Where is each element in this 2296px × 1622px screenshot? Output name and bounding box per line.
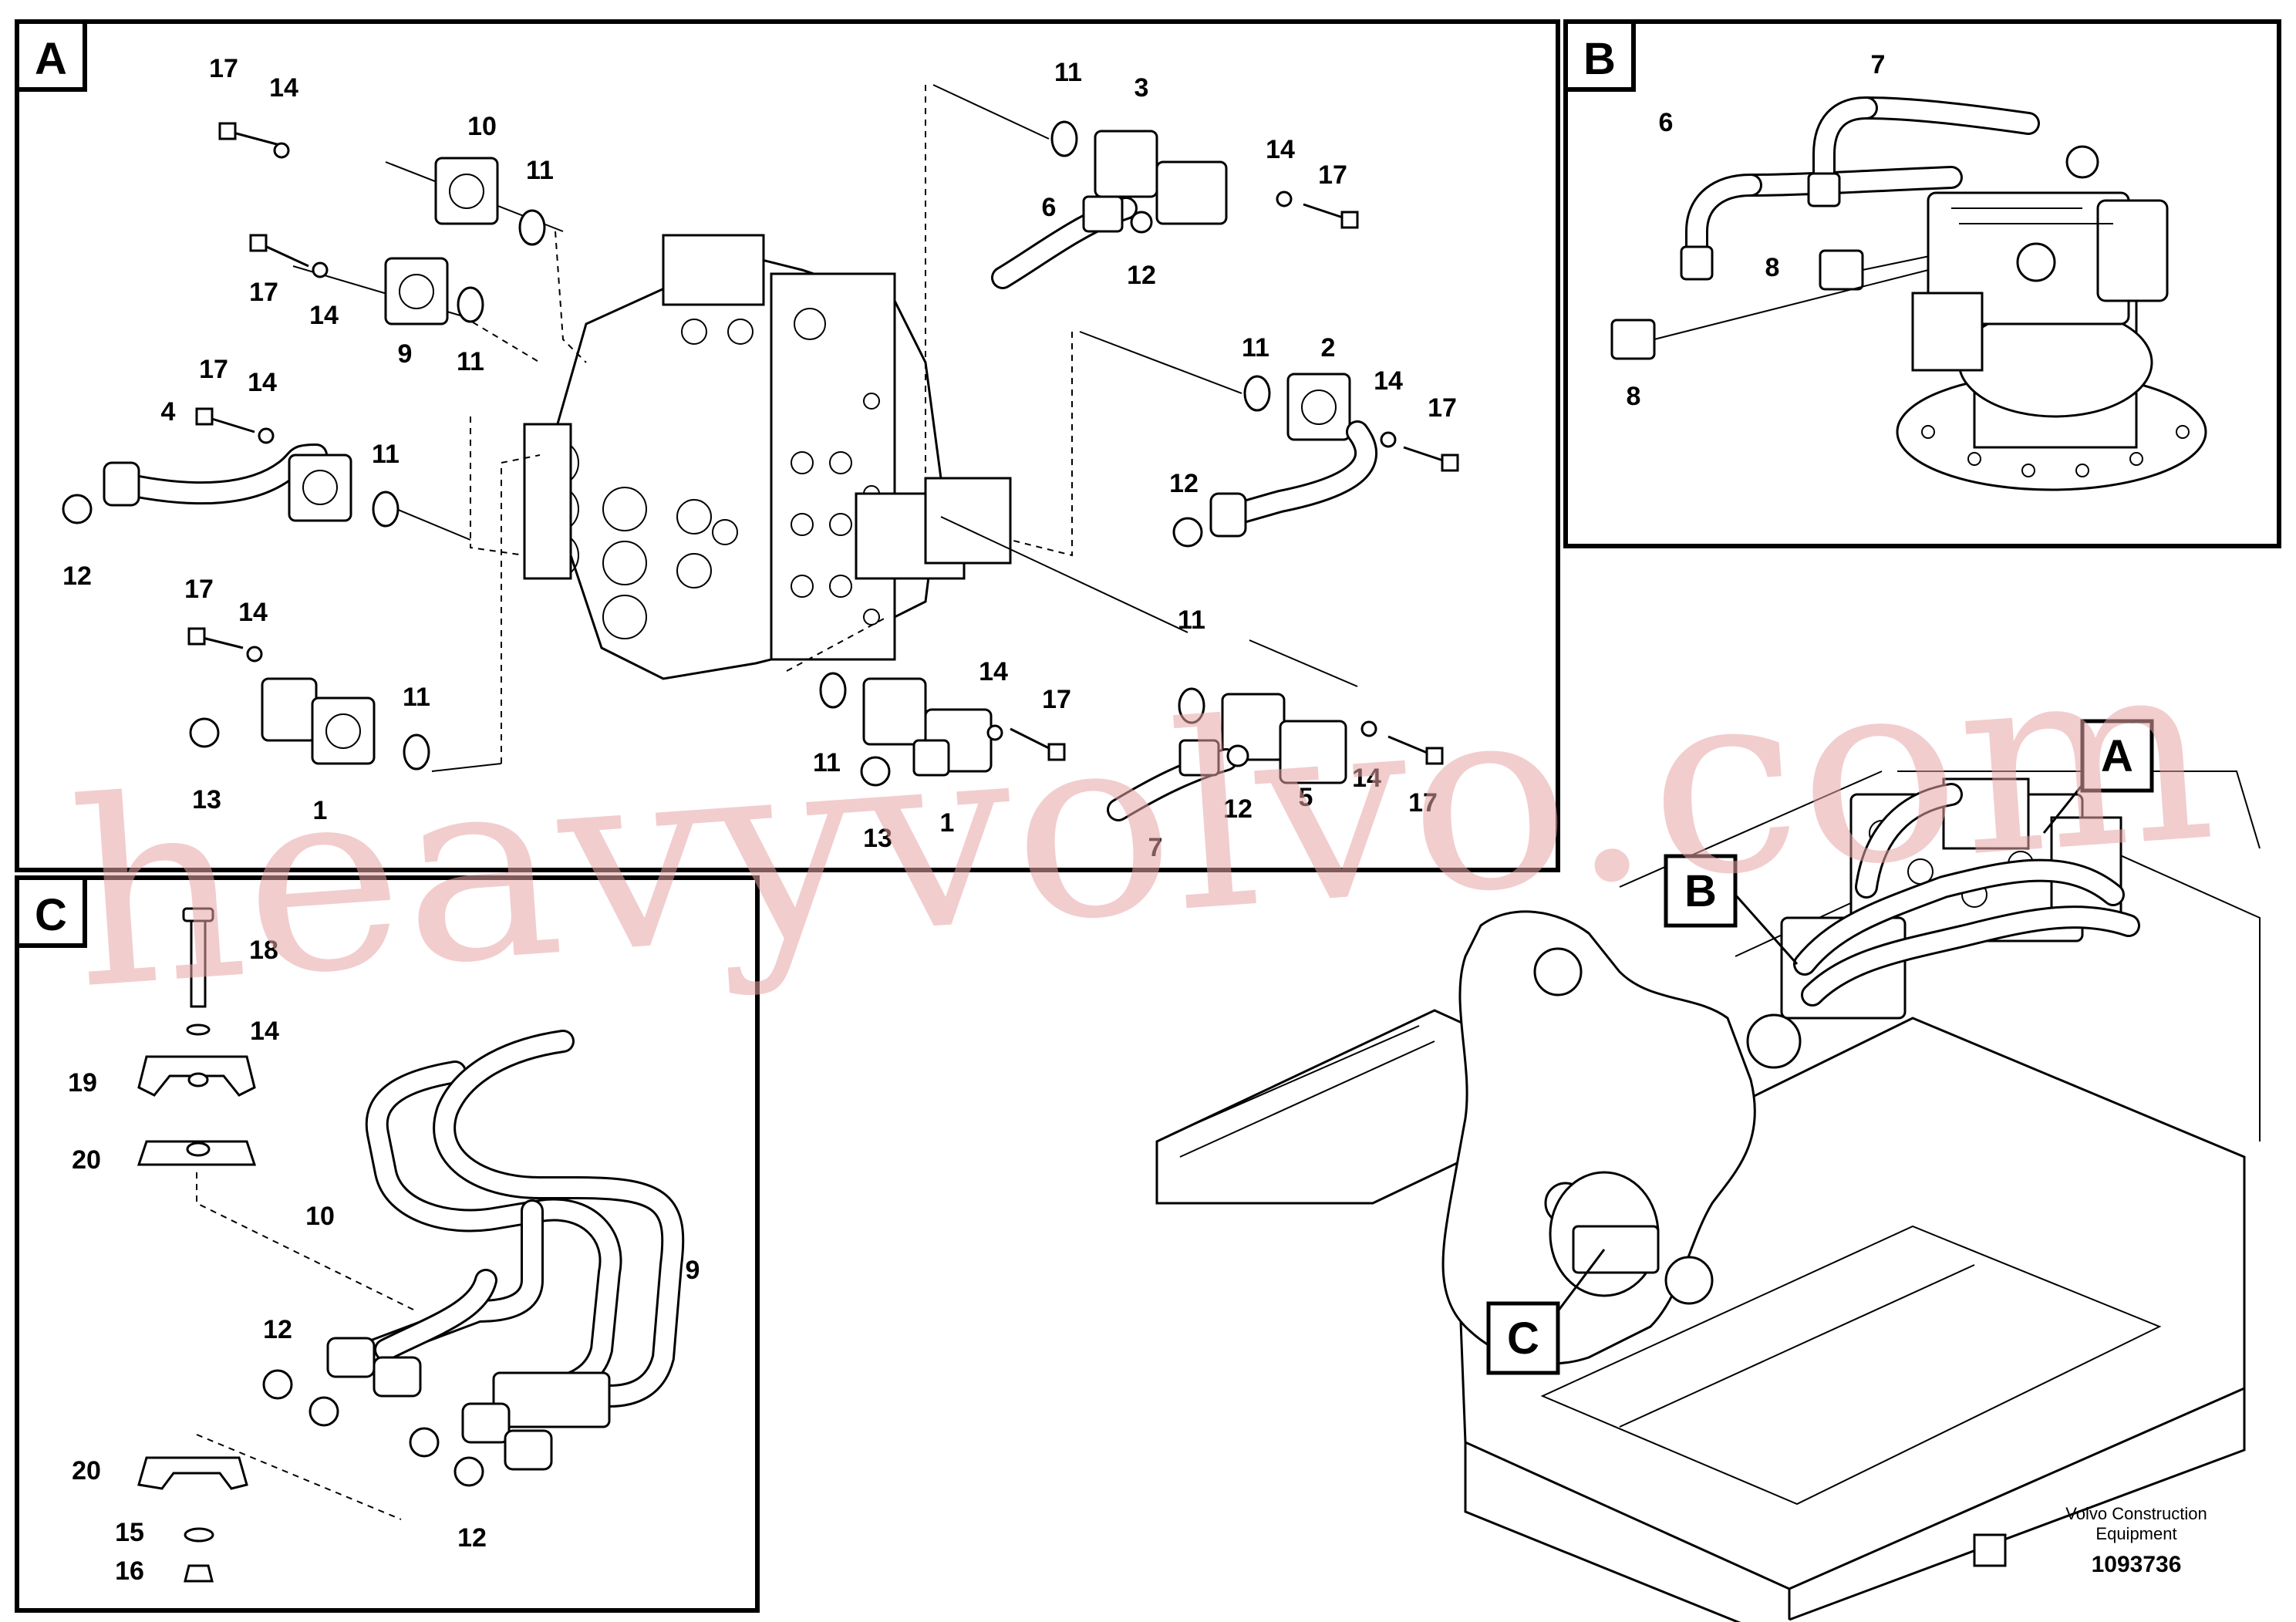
part-label: 8 — [1627, 382, 1641, 411]
part-label: 12 — [1223, 794, 1253, 824]
panel-a-number-labels: 17 14 10 11 17 14 9 11 17 14 4 11 12 17 … — [62, 54, 1457, 862]
part-label: 14 — [979, 657, 1008, 686]
panel-b: B 6 7 8 — [1563, 19, 2281, 548]
panel-c-letter: C — [35, 890, 67, 940]
part-label: 14 — [248, 368, 277, 397]
callout-b-box[interactable] — [1664, 854, 1738, 928]
part-label: 14 — [250, 1017, 279, 1046]
panel-b-letter: B — [1583, 34, 1616, 84]
part-label: 17 — [1042, 685, 1071, 714]
part-label: 6 — [1659, 108, 1674, 137]
part-label: 7 — [1148, 833, 1163, 862]
callout-b-letter: B — [1684, 866, 1717, 916]
part-label: 11 — [1178, 605, 1205, 635]
callout-c[interactable]: C — [1486, 1249, 1606, 1375]
part-label: 10 — [467, 112, 497, 141]
panel-b-frame — [1563, 19, 2281, 548]
part-label: 8 — [1765, 253, 1780, 282]
part-label: 2 — [1321, 333, 1336, 363]
callout-b[interactable]: B — [1664, 854, 1799, 965]
callout-a[interactable]: A — [2042, 719, 2154, 834]
part-label: 19 — [68, 1068, 97, 1098]
part-label: 11 — [813, 748, 841, 777]
part-label: 14 — [238, 598, 268, 627]
part-label: 14 — [1352, 764, 1381, 793]
part-label: 20 — [72, 1145, 101, 1175]
part-label: 11 — [1054, 58, 1082, 87]
part-label: 11 — [1242, 333, 1269, 363]
part-label: 14 — [1374, 366, 1403, 396]
part-label: 4 — [161, 397, 176, 427]
part-label: 17 — [1428, 393, 1457, 423]
part-label: 17 — [209, 54, 238, 83]
panel-a-letter: A — [35, 34, 67, 84]
main-valve-assembly — [1780, 777, 2140, 1020]
company-name-line1: Volvo Construction — [2065, 1504, 2207, 1523]
part-label: 11 — [372, 440, 400, 469]
part-label: 5 — [1299, 783, 1313, 812]
panel-a-left-fittings — [62, 122, 546, 771]
part-label: 16 — [115, 1556, 144, 1586]
part-label: 9 — [686, 1256, 700, 1285]
part-label: 17 — [1318, 160, 1347, 190]
part-label: 3 — [1135, 73, 1149, 103]
control-valve — [523, 234, 1012, 680]
part-label: 17 — [199, 355, 228, 384]
panel-c: C 18 14 19 20 10 9 12 — [15, 875, 760, 1613]
part-label: 20 — [72, 1456, 101, 1485]
panel-a: A — [15, 19, 1560, 872]
part-label: 14 — [269, 73, 298, 103]
machine-frame-overview — [1155, 771, 2261, 1622]
swing-motor — [1896, 145, 2207, 491]
part-label: 11 — [526, 156, 554, 185]
part-label: 18 — [249, 936, 278, 965]
part-label: 1 — [940, 808, 955, 838]
panel-a-tag — [15, 19, 87, 92]
part-label: 14 — [1266, 135, 1295, 164]
part-label: 12 — [62, 561, 92, 591]
panel-c-tag — [15, 875, 87, 948]
callout-c-letter: C — [1507, 1313, 1539, 1364]
callout-a-letter: A — [2101, 731, 2133, 781]
panel-a-frame — [15, 19, 1560, 872]
footer: Volvo Construction Equipment 1093736 — [2065, 1504, 2207, 1577]
part-label: 11 — [403, 683, 430, 712]
part-label: 7 — [1871, 50, 1886, 79]
callout-c-box[interactable] — [1486, 1301, 1560, 1375]
part-label: 17 — [1408, 788, 1438, 818]
part-label: 12 — [263, 1315, 292, 1344]
part-label: 17 — [184, 575, 214, 604]
document-number: 1093736 — [2092, 1552, 2182, 1577]
part-label: 12 — [1127, 261, 1156, 290]
panel-a-right-fittings — [819, 120, 1459, 821]
panel-b-tag — [1563, 19, 1636, 92]
callout-a-box[interactable] — [2080, 719, 2154, 793]
part-label: 9 — [398, 339, 413, 369]
part-label: 12 — [457, 1523, 487, 1553]
part-label: 17 — [249, 278, 278, 307]
part-label: 13 — [192, 785, 221, 814]
part-label: 14 — [309, 301, 339, 330]
part-label: 15 — [115, 1518, 144, 1547]
panel-c-frame — [15, 875, 760, 1613]
part-label: 1 — [313, 796, 328, 825]
part-label: 13 — [863, 824, 892, 853]
part-label: 10 — [305, 1202, 335, 1231]
part-label: 6 — [1042, 193, 1057, 222]
company-name-line2: Equipment — [2095, 1524, 2176, 1543]
part-label: 12 — [1169, 469, 1199, 498]
part-label: 11 — [457, 347, 484, 376]
